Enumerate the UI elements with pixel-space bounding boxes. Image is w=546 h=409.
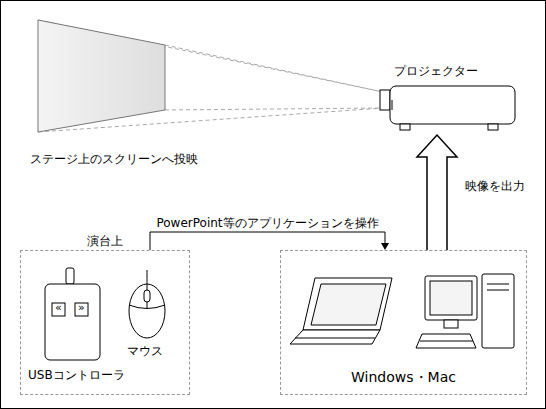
usb-controller-icon xyxy=(45,268,100,360)
desktop-icon xyxy=(416,274,514,348)
laptop-icon xyxy=(290,278,392,344)
mouse-icon xyxy=(129,270,165,338)
part-name: USBコントローラ xyxy=(28,368,125,382)
part-name: マウス xyxy=(127,344,163,358)
screen-node: ステージ上のスクリーンへ投映 xyxy=(30,18,230,168)
node-label: プロジェクター xyxy=(394,64,478,78)
screen-shape xyxy=(38,20,165,132)
computer-group: Windows・Mac xyxy=(280,250,527,395)
node-label: 演台上 xyxy=(87,234,123,248)
output-arrow xyxy=(417,135,457,250)
projector-icon xyxy=(380,86,515,130)
button-symbol: « xyxy=(55,301,62,315)
projector-node: プロジェクター xyxy=(378,62,520,132)
node-label: ステージ上のスクリーンへ投映 xyxy=(30,152,198,166)
button-symbol: » xyxy=(78,301,85,315)
edge-label: PowerPoint等のアプリケーションを操作 xyxy=(154,216,380,230)
projection-beams xyxy=(38,20,383,132)
control-arrow xyxy=(150,232,389,250)
edge-label: 映像を出力 xyxy=(463,179,527,193)
node-label: Windows・Mac xyxy=(351,370,456,384)
